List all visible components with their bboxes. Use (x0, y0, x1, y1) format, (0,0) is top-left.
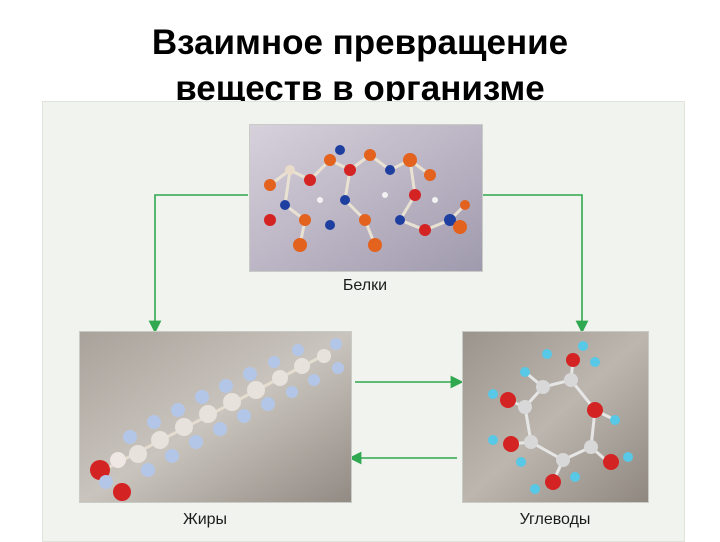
arrow-proteins-to-fats (148, 194, 248, 334)
title-line-1: Взаимное превращение (151, 23, 569, 62)
fat-molecule-image (79, 331, 352, 503)
proteins-label: Белки (342, 277, 388, 294)
page-title: Взаимное превращение веществ в организме (0, 20, 720, 112)
carbohydrate-molecule-image (462, 331, 649, 503)
fats-label: Жиры (182, 511, 228, 528)
arrow-proteins-to-carbs (482, 194, 589, 334)
carbs-label: Углеводы (519, 511, 591, 528)
protein-molecule-image (249, 124, 483, 272)
